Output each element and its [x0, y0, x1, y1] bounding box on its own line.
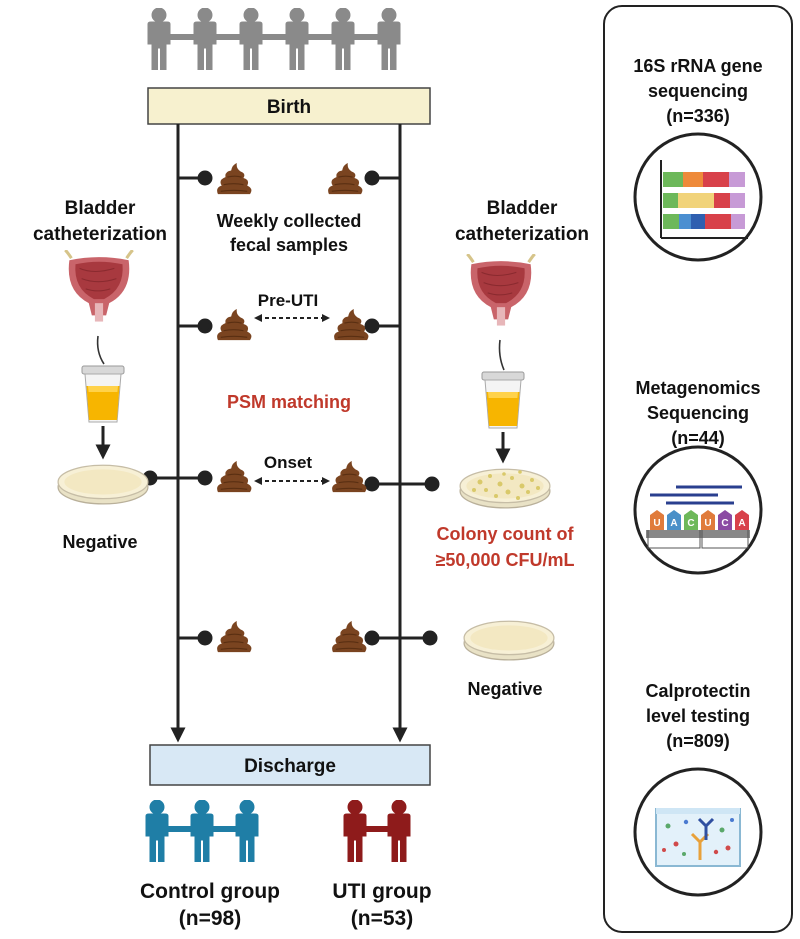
seq-letter: A — [738, 518, 745, 529]
bladder-icon — [63, 250, 135, 324]
seq-letter: A — [670, 518, 677, 529]
stool-icon — [216, 162, 252, 195]
stacked-bar-icon — [633, 132, 763, 262]
stool-icon — [331, 460, 367, 493]
sequencing-reads-icon: U A C U C A — [633, 445, 763, 575]
left-catheter-line1: Bladder — [65, 198, 136, 219]
petri-dish-colonies-icon — [459, 468, 551, 509]
birth-label: Birth — [267, 97, 311, 118]
gray-people-icon — [147, 8, 401, 70]
seq-letter: C — [721, 518, 728, 529]
analysis-1-line2: sequencing — [648, 81, 748, 101]
right-catheter-line1: Bladder — [487, 198, 558, 219]
uti-group-people-icon — [343, 800, 411, 862]
analysis-1-line1: 16S rRNA gene — [633, 56, 762, 76]
birth-box: Birth — [147, 87, 431, 125]
timeline-lines — [170, 124, 408, 743]
stool-icon — [216, 620, 252, 653]
left-catheter-tube — [96, 335, 105, 365]
analysis-3-line2: level testing — [646, 706, 750, 726]
onset-label: Onset — [264, 453, 313, 472]
urine-cup-icon — [81, 365, 125, 423]
colony-count-line1: Colony count of — [437, 524, 575, 544]
stool-icon — [333, 308, 369, 341]
control-group-label: Control group — [140, 880, 280, 903]
elisa-well-icon — [633, 767, 763, 897]
analysis-3-line3: (n=809) — [666, 731, 730, 751]
weekly-label-line1: Weekly collected — [217, 211, 362, 231]
analysis-2-line2: Sequencing — [647, 403, 749, 423]
control-group-people-icon — [145, 800, 259, 862]
onset-double-arrow — [254, 477, 330, 485]
stool-icon — [216, 460, 252, 493]
discharge-label: Discharge — [244, 756, 336, 777]
colony-count-line2: ≥50,000 CFU/mL — [436, 550, 575, 570]
urine-cup-icon — [481, 371, 525, 429]
analysis-1-line3: (n=336) — [666, 106, 730, 126]
uti-group-label: UTI group — [332, 880, 431, 903]
pre-uti-label: Pre-UTI — [258, 291, 318, 310]
weekly-label-line2: fecal samples — [230, 235, 348, 255]
pre-uti-double-arrow — [254, 314, 330, 322]
stool-icon — [327, 162, 363, 195]
sample-connectors — [142, 170, 440, 646]
left-catheter-line2: catheterization — [33, 224, 167, 245]
right-catheter-tube — [498, 339, 505, 371]
analysis-2-line3: (n=44) — [671, 428, 725, 448]
left-negative-label: Negative — [62, 532, 137, 552]
analysis-3-line1: Calprotectin — [645, 681, 750, 701]
uti-group-n: (n=53) — [351, 907, 413, 930]
petri-dish-negative-icon — [463, 620, 555, 661]
petri-dish-negative-icon — [57, 464, 149, 505]
stool-icon — [331, 620, 367, 653]
bladder-icon — [465, 254, 537, 328]
psm-matching-label: PSM matching — [227, 392, 351, 412]
right-catheter-line2: catheterization — [455, 224, 589, 245]
control-group-n: (n=98) — [179, 907, 241, 930]
seq-letter: U — [704, 518, 711, 529]
right-negative-label: Negative — [467, 679, 542, 699]
seq-letter: C — [687, 518, 694, 529]
analysis-2-line1: Metagenomics — [635, 378, 760, 398]
stool-icon — [216, 308, 252, 341]
seq-letter: U — [653, 518, 660, 529]
discharge-box: Discharge — [149, 744, 431, 786]
